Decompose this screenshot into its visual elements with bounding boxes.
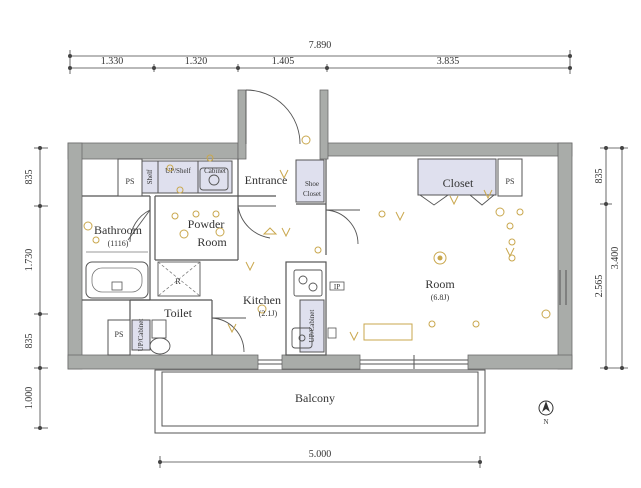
dim-right-inner-2: 2.565 (594, 275, 605, 298)
doors (127, 89, 495, 353)
bottom-dimension-line (157, 456, 482, 468)
shoe-closet-label-1: Shoe (305, 180, 319, 188)
kitchen-label: Kitchen (243, 293, 281, 307)
powder-label-1: Powder (188, 217, 225, 231)
r-mark: R (175, 277, 181, 286)
top-dimension-lines (68, 50, 573, 74)
exterior-walls (67, 89, 573, 370)
ip-box (329, 281, 345, 291)
north-label: N (543, 418, 548, 426)
ps-room-label: PS (506, 177, 515, 186)
kitchen-stove-icon (293, 269, 323, 297)
shelf-label: Shelf (146, 169, 154, 184)
toilet-bowl-icon (149, 319, 171, 355)
dim-left-seg-2: 1.730 (24, 249, 35, 272)
entrance-label: Entrance (245, 173, 288, 187)
dim-top-seg-2: 1.320 (185, 56, 208, 67)
cabinet-label: Cabinet (204, 167, 226, 175)
balcony-label: Balcony (295, 391, 335, 405)
dim-left-seg-3: 835 (24, 334, 35, 349)
bathroom-size: (1116) (108, 239, 129, 248)
shoe-closet-label-2: Closet (303, 190, 321, 198)
dim-top-seg-4: 3.835 (437, 56, 460, 67)
upper-cabinet-label: UP/Cabinet (137, 319, 145, 352)
laundry-pan-icon (157, 261, 201, 297)
dim-left-seg-1: 835 (24, 170, 35, 185)
kitchen-size: (2.1J) (259, 309, 278, 318)
north-arrow-icon (538, 400, 554, 416)
wash-basin-icon (199, 167, 229, 191)
aircon-icon (363, 323, 413, 341)
electrical-symbols (83, 135, 551, 342)
left-dimension-lines (34, 145, 48, 430)
ps-toilet-label: PS (115, 330, 124, 339)
balcony (154, 369, 486, 434)
kitchen-sink-icon (291, 327, 313, 349)
dim-right-inner-1: 835 (594, 169, 605, 184)
dim-left-seg-4: 1.000 (24, 387, 35, 410)
storage-blocks (107, 158, 523, 356)
dim-top-total: 7.890 (309, 40, 332, 51)
dim-bottom-total: 5.000 (309, 449, 332, 460)
kitchen-cabinet-label: UP/Cabinet (308, 310, 316, 343)
powder-label-2: Room (197, 235, 227, 249)
closet-label: Closet (443, 176, 474, 190)
dim-right-total: 3.400 (610, 247, 621, 270)
room-size: (6.8J) (431, 293, 450, 302)
dim-top-seg-1: 1.330 (101, 56, 124, 67)
up-shelf-label: UP/Shelf (165, 167, 191, 175)
room-label: Room (425, 277, 455, 291)
windows (258, 270, 567, 369)
bathroom-label: Bathroom (94, 223, 143, 237)
dim-top-seg-3: 1.405 (272, 56, 295, 67)
right-dimension-lines (600, 145, 628, 370)
ip-label: IP (334, 283, 340, 291)
toilet-label: Toilet (164, 306, 192, 320)
bathtub-icon (85, 261, 149, 299)
ps-bath-label: PS (126, 177, 135, 186)
